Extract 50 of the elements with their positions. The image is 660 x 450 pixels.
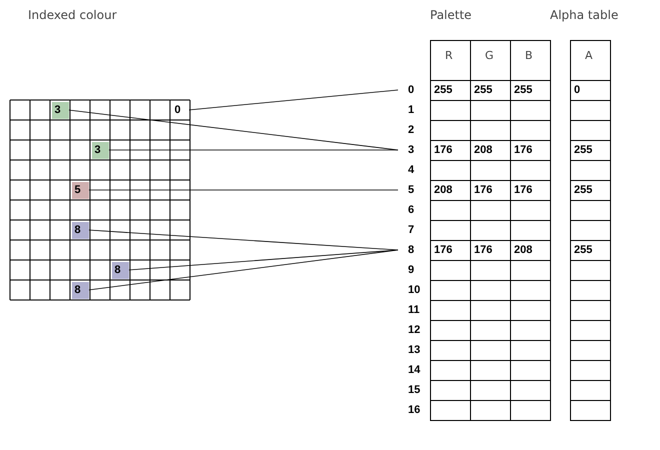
palette-value: 255: [574, 143, 592, 157]
palette-value: 255: [514, 83, 532, 97]
column-header: R: [445, 49, 453, 63]
palette-value: 176: [474, 243, 492, 257]
section-title: Indexed colour: [28, 8, 117, 22]
palette-index: 5: [398, 183, 422, 197]
palette-value: 176: [514, 143, 532, 157]
palette-index: 7: [398, 223, 422, 237]
palette-value: 176: [514, 183, 532, 197]
section-title: Alpha table: [550, 8, 618, 22]
palette-value: 255: [574, 243, 592, 257]
palette-value: 208: [474, 143, 492, 157]
palette-index: 6: [398, 203, 422, 217]
palette-index: 2: [398, 123, 422, 137]
palette-value: 255: [474, 83, 492, 97]
column-header: B: [525, 49, 533, 63]
palette-index: 3: [398, 143, 422, 157]
connector-line: [88, 250, 398, 290]
palette-value: 176: [474, 183, 492, 197]
pixel-value: 3: [52, 102, 68, 118]
connector-line: [188, 90, 398, 110]
section-title: Palette: [430, 8, 472, 22]
pixel-value: 8: [112, 262, 128, 278]
pixel-value: 8: [72, 222, 88, 238]
palette-index: 14: [398, 363, 422, 377]
column-header: A: [585, 49, 593, 63]
palette-value: 208: [514, 243, 532, 257]
pixel-value: 5: [72, 182, 88, 198]
palette-value: 255: [574, 183, 592, 197]
column-header: G: [485, 49, 494, 63]
palette-value: 176: [434, 143, 452, 157]
palette-value: 255: [434, 83, 452, 97]
palette-value: 208: [434, 183, 452, 197]
pixel-value: 8: [72, 282, 88, 298]
palette-index: 10: [398, 283, 422, 297]
pixel-value: 3: [92, 142, 108, 158]
connector-line: [88, 230, 398, 250]
palette-index: 4: [398, 163, 422, 177]
palette-index: 9: [398, 263, 422, 277]
palette-index: 15: [398, 383, 422, 397]
palette-index: 12: [398, 323, 422, 337]
palette-value: 176: [434, 243, 452, 257]
connector-line: [128, 250, 398, 270]
palette-index: 11: [398, 303, 422, 317]
palette-index: 16: [398, 403, 422, 417]
palette-index: 1: [398, 103, 422, 117]
palette-index: 13: [398, 343, 422, 357]
palette-value: 0: [574, 83, 580, 97]
palette-index: 0: [398, 83, 422, 97]
palette-index: 8: [398, 243, 422, 257]
